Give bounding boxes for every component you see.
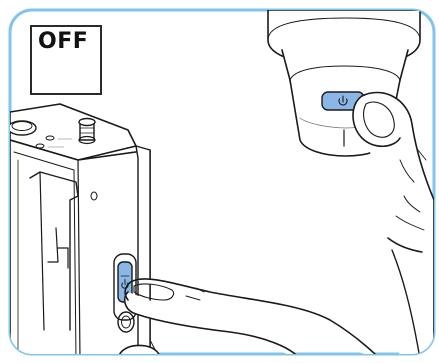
off-label: OFF (38, 29, 88, 54)
off-label-box: OFF (30, 25, 102, 95)
